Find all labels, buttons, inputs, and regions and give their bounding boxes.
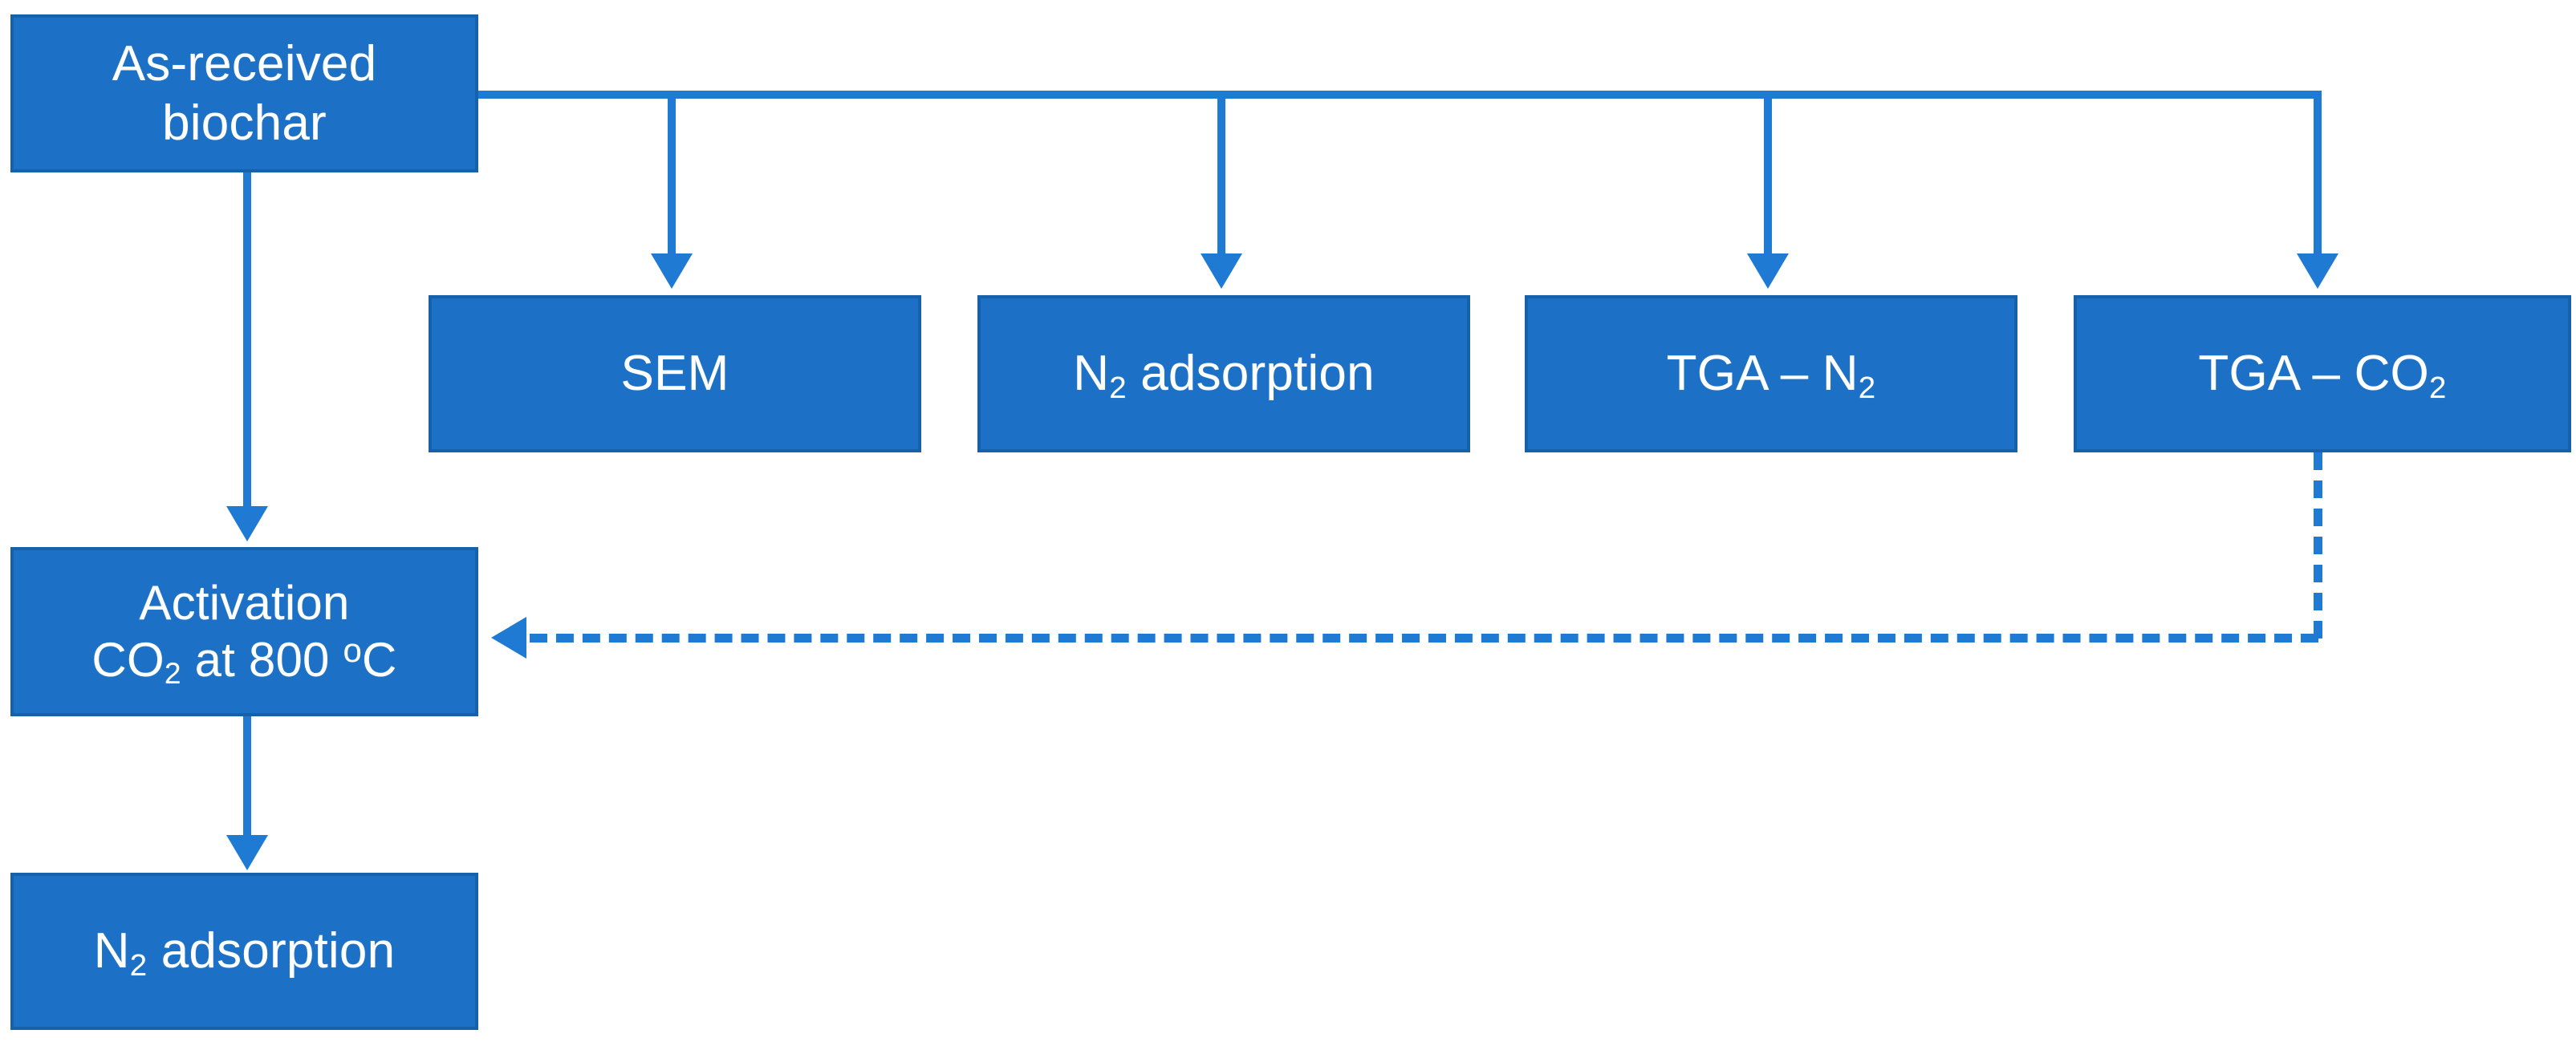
edge-activation-to-n2-final-arrowhead	[226, 835, 268, 870]
edge-source-to-tga-co2-vertical	[2314, 91, 2322, 255]
edge-source-to-sem-arrowhead	[651, 253, 693, 289]
edge-source-to-tga-n2-vertical	[1764, 91, 1772, 255]
edge-source-to-activation-vertical	[243, 172, 251, 508]
node-tga-n2-label: TGA – N2	[1666, 346, 1876, 406]
node-sem-label: SEM	[620, 346, 729, 402]
edge-source-to-sem-vertical	[668, 91, 676, 255]
edge-tga-co2-feedback-arrowhead	[491, 617, 526, 659]
node-n2-adsorption-top[interactable]: N2 adsorption	[977, 295, 1470, 452]
node-n2-adsorption-bottom-label: N2 adsorption	[93, 923, 396, 983]
edge-source-to-tga-co2-arrowhead	[2297, 253, 2338, 289]
edge-source-bus-horizontal	[475, 91, 2322, 99]
node-tga-co2[interactable]: TGA – CO2	[2074, 295, 2571, 452]
edge-tga-co2-feedback-horizontal	[530, 634, 2318, 643]
edge-tga-co2-feedback-vertical	[2314, 452, 2322, 639]
node-sem[interactable]: SEM	[429, 295, 921, 452]
edge-source-to-n2-adsorption-arrowhead	[1201, 253, 1242, 289]
node-tga-co2-label: TGA – CO2	[2198, 346, 2447, 406]
node-n2-adsorption-bottom[interactable]: N2 adsorption	[10, 873, 478, 1030]
edge-source-to-activation-arrowhead	[226, 506, 268, 541]
node-n2-adsorption-top-label: N2 adsorption	[1073, 346, 1375, 406]
edge-activation-to-n2-final-vertical	[243, 716, 251, 837]
edge-source-to-n2-adsorption-vertical	[1217, 91, 1225, 255]
edge-source-to-tga-n2-arrowhead	[1747, 253, 1789, 289]
node-tga-n2[interactable]: TGA – N2	[1525, 295, 2017, 452]
